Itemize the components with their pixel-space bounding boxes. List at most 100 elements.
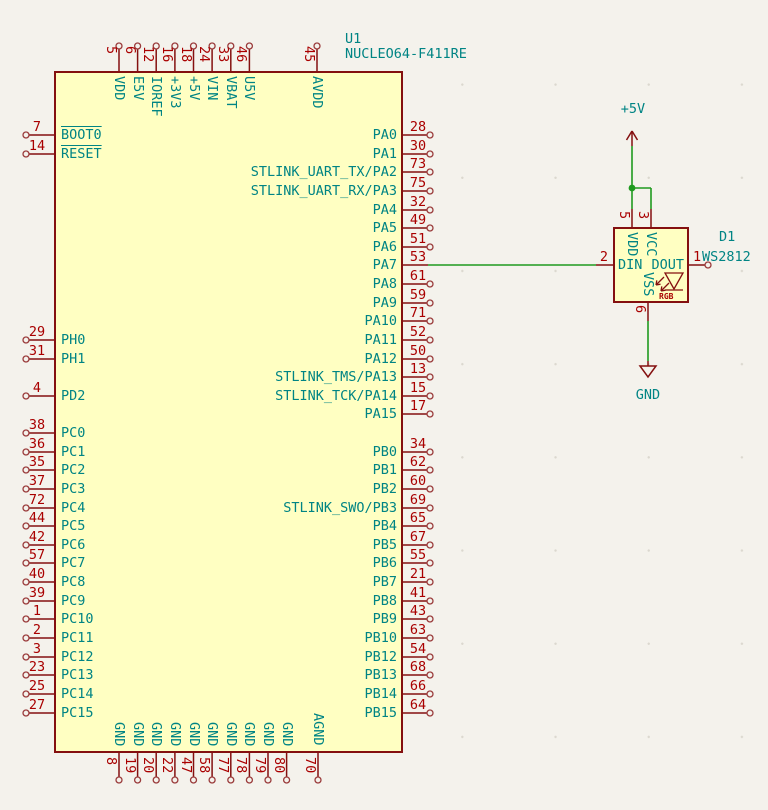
junction-dot[interactable] [628,184,636,192]
pin-PA12-number[interactable]: 50 [409,343,427,359]
pin-PC15-name[interactable]: PC15 [61,705,94,721]
pin-PC14-name[interactable]: PC14 [61,686,94,702]
pin-PC1-end[interactable] [22,448,30,456]
pin-bottom-20-number[interactable]: 20 [140,757,157,774]
pin-PB2-name[interactable]: PB2 [372,481,397,497]
pin-PC12-name[interactable]: PC12 [61,649,94,665]
pin-PA8-end[interactable] [426,280,434,288]
pin-top-+3V3-number[interactable]: 16 [158,46,175,63]
pin-PA9-number[interactable]: 59 [409,287,427,303]
d1-pin-vss-name[interactable]: VSS [640,272,656,297]
pin-PB8-number[interactable]: 41 [409,585,427,601]
d1-pin-dout-name[interactable]: DOUT [651,257,684,273]
pin-PH0-end[interactable] [22,336,30,344]
pin-PC15-end[interactable] [22,709,30,717]
pin-top-AVDD-number[interactable]: 45 [301,46,317,63]
pin-bottom-70-number[interactable]: 70 [302,757,318,774]
pin-PA14-name[interactable]: STLINK_TCK/PA14 [275,388,397,404]
pin-PB12-number[interactable]: 54 [409,641,427,657]
pin-PA3-end[interactable] [426,187,434,195]
pin-PC4-name[interactable]: PC4 [61,500,86,516]
pin-PC8-name[interactable]: PC8 [61,574,86,590]
pin-PC15-number[interactable]: 27 [28,697,46,713]
pin-PA5-number[interactable]: 49 [409,212,427,228]
pin-PB0-number[interactable]: 34 [409,436,427,452]
pin-PB9-name[interactable]: PB9 [372,611,397,627]
pin-PA6-name[interactable]: PA6 [372,239,397,255]
pin-PC9-name[interactable]: PC9 [61,593,86,609]
pin-PC0-name[interactable]: PC0 [61,425,86,441]
pin-bottom-20-name[interactable]: GND [148,722,165,747]
pin-PB0-end[interactable] [426,448,434,456]
pin-top-IOREF-name[interactable]: IOREF [148,76,165,117]
pin-bottom-70-name[interactable]: AGND [310,713,326,746]
pin-top-E5V-name[interactable]: E5V [129,76,146,101]
pin-PB6-name[interactable]: PB6 [372,555,397,571]
pin-PA12-name[interactable]: PA12 [364,351,397,367]
plus5v-power-label[interactable]: +5V [620,101,646,117]
pin-PB1-end[interactable] [426,466,434,474]
pin-PC6-number[interactable]: 42 [28,529,46,545]
pin-bottom-47-end[interactable] [189,776,198,784]
pin-PB14-end[interactable] [426,690,434,698]
pin-PA10-name[interactable]: PA10 [364,313,397,329]
pin-PC8-number[interactable]: 40 [28,566,46,582]
pin-PA14-number[interactable]: 15 [409,380,427,396]
pin-top-U5V-end[interactable] [245,42,254,50]
pin-top-+5V-end[interactable] [189,42,198,50]
pin-PB13-number[interactable]: 68 [409,659,427,675]
d1-pin-vss-number[interactable]: 6 [632,305,648,314]
pin-PA0-end[interactable] [426,131,434,139]
pin-PB13-name[interactable]: PB13 [364,667,397,683]
pin-PB12-end[interactable] [426,653,434,661]
d1-pin-din-number[interactable]: 2 [599,249,608,265]
pin-PC12-number[interactable]: 3 [32,641,42,657]
pin-bottom-77-number[interactable]: 77 [214,757,231,774]
pin-PC2-name[interactable]: PC2 [61,462,86,478]
pin-top-IOREF-number[interactable]: 12 [140,46,157,63]
pin-top-VBAT-end[interactable] [227,42,235,50]
pin-PA15-name[interactable]: PA15 [364,406,397,422]
pin-PB7-name[interactable]: PB7 [372,574,397,590]
pin-bottom-78-end[interactable] [245,776,254,784]
pin-PB8-end[interactable] [426,597,434,605]
pin-PA13-number[interactable]: 13 [409,361,427,377]
pin-PA2-name[interactable]: STLINK_UART_TX/PA2 [250,164,397,180]
pin-PB5-end[interactable] [426,541,434,549]
pin-RESET-name[interactable]: RESET [61,146,102,162]
pin-PA8-name[interactable]: PA8 [372,276,397,292]
d1-pin-vcc-number[interactable]: 3 [635,211,651,220]
pin-PA5-name[interactable]: PA5 [372,220,397,236]
pin-top-+5V-name[interactable]: +5V [185,76,202,101]
pin-PA11-number[interactable]: 52 [409,324,427,340]
pin-bottom-78-number[interactable]: 78 [233,757,250,774]
pin-PC1-name[interactable]: PC1 [61,444,86,460]
pin-PC10-number[interactable]: 1 [32,603,42,619]
pin-PC0-number[interactable]: 38 [28,417,46,433]
pin-bottom-19-name[interactable]: GND [129,722,146,747]
pin-top-VBAT-name[interactable]: VBAT [222,76,239,109]
pin-PC9-number[interactable]: 39 [28,585,46,601]
pin-PB3-name[interactable]: STLINK_SWO/PB3 [283,500,397,516]
pin-PB9-number[interactable]: 43 [409,603,427,619]
pin-PD2-name[interactable]: PD2 [61,388,86,404]
pin-PA6-end[interactable] [426,243,434,251]
pin-BOOT0-name[interactable]: BOOT0 [61,127,102,143]
pin-PA4-name[interactable]: PA4 [372,202,397,218]
pin-bottom-8-end[interactable] [115,776,123,784]
pin-PC5-number[interactable]: 44 [28,510,46,526]
pin-bottom-80-name[interactable]: GND [278,722,295,747]
pin-PA3-name[interactable]: STLINK_UART_RX/PA3 [250,183,397,199]
pin-PB7-number[interactable]: 21 [409,566,427,582]
pin-PB10-end[interactable] [426,634,434,642]
pin-top-E5V-number[interactable]: 6 [121,46,138,55]
pin-PA4-end[interactable] [426,206,434,214]
pin-PB15-number[interactable]: 64 [409,697,427,713]
pin-PC13-number[interactable]: 23 [28,659,46,675]
pin-bottom-19-end[interactable] [133,776,142,784]
pin-bottom-79-number[interactable]: 79 [252,757,268,774]
pin-PB1-number[interactable]: 62 [409,454,427,470]
plus5v-power-symbol[interactable] [625,130,639,146]
pin-PD2-end[interactable] [22,392,30,400]
pin-PA12-end[interactable] [426,355,434,363]
